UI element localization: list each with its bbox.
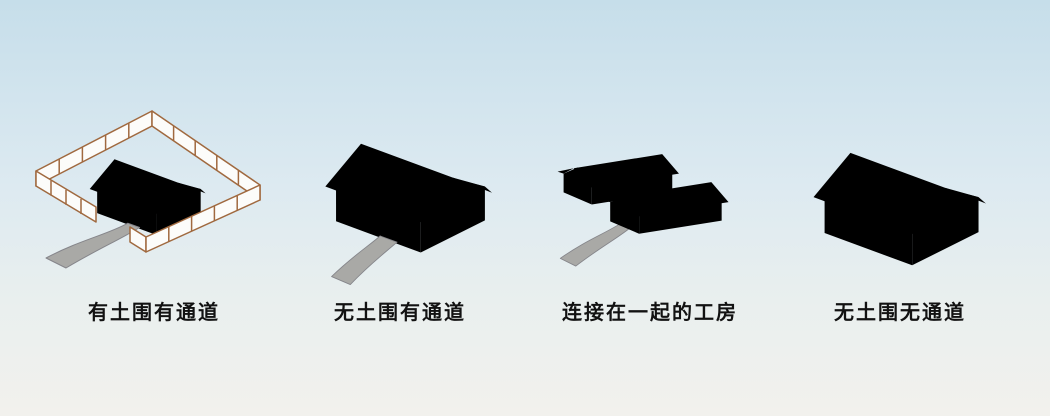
illustration-connected-workshops <box>557 154 729 267</box>
earthen-wall-front <box>35 170 261 253</box>
caption-no-wall-with-path: 无土围有通道 <box>334 300 466 324</box>
caption-connected-workshops: 连接在一起的工房 <box>562 300 738 324</box>
passage-path <box>331 235 398 285</box>
house-illustration <box>325 143 493 253</box>
house-illustration <box>813 152 986 266</box>
caption-with-wall-with-path: 有土围有通道 <box>88 300 220 324</box>
passage-path <box>45 222 141 269</box>
illustration-with-wall-with-path <box>35 110 261 269</box>
illustration-no-wall-no-path <box>813 152 986 266</box>
caption-no-wall-no-path: 无土围无通道 <box>834 300 966 324</box>
illustration-no-wall-with-path <box>325 143 493 285</box>
earthen-wall-back <box>35 110 261 201</box>
passage-path <box>559 224 630 267</box>
